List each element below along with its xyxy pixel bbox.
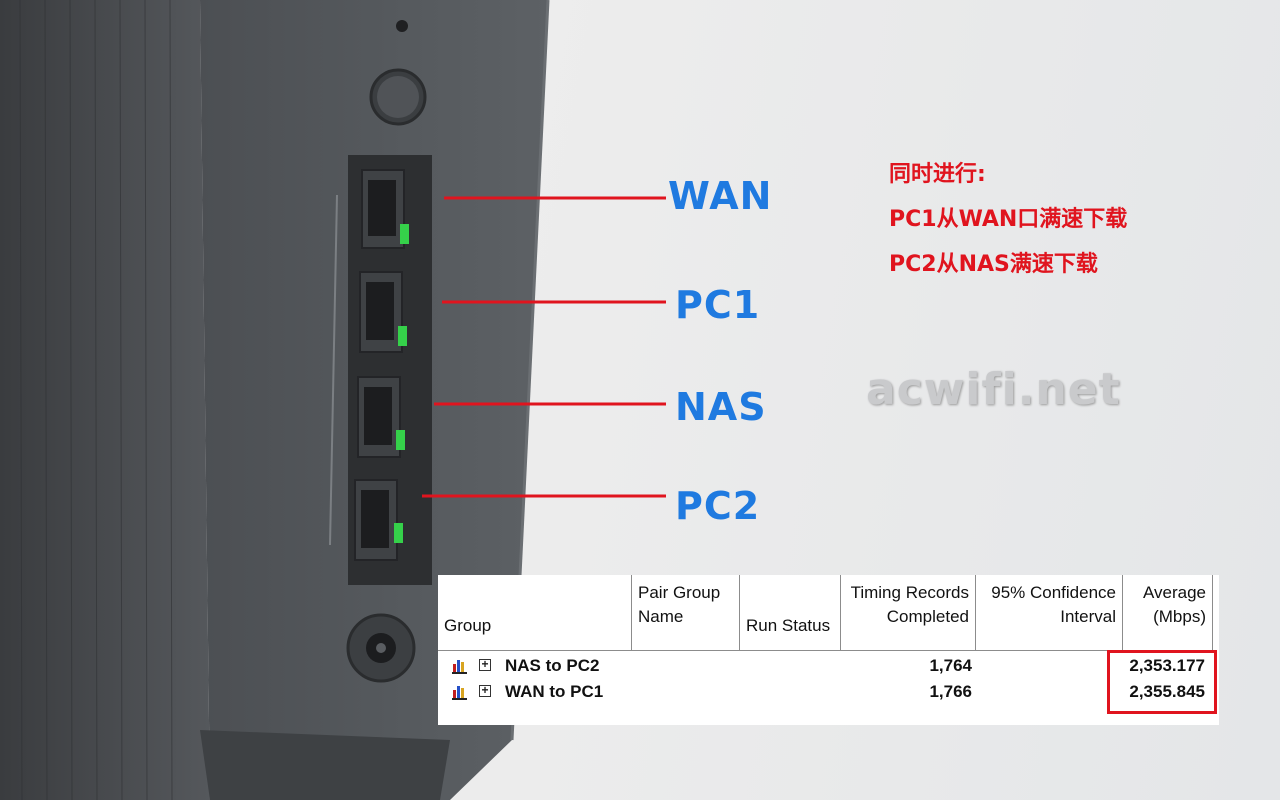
row-average: 2,353.177 <box>1129 656 1205 675</box>
row-average: 2,355.845 <box>1129 682 1205 701</box>
results-table: Group Pair Group Name Run Status Timing … <box>438 575 1219 725</box>
table-row[interactable]: + WAN to PC1 1,766 2,355.845 <box>438 679 1219 705</box>
row-group-name: WAN to PC1 <box>505 682 604 701</box>
watermark: acwifi.net <box>866 364 1121 415</box>
note-line-3: PC2从NAS满速下载 <box>889 252 1098 277</box>
expand-icon[interactable]: + <box>479 684 491 697</box>
port-label-wan: WAN <box>668 174 773 218</box>
expand-icon[interactable]: + <box>479 658 491 671</box>
header-run-status[interactable]: Run Status <box>740 575 841 651</box>
note-line-1: 同时进行: <box>889 162 986 187</box>
bar-chart-icon <box>452 660 467 674</box>
header-pair-group-name[interactable]: Pair Group Name <box>632 575 740 651</box>
row-group-name: NAS to PC2 <box>505 656 600 675</box>
header-confidence-interval[interactable]: 95% Confidence Interval <box>976 575 1123 651</box>
row-records: 1,766 <box>929 682 972 701</box>
bar-chart-icon <box>452 686 467 700</box>
header-average-mbps[interactable]: Average (Mbps) <box>1123 575 1213 651</box>
header-timing-records[interactable]: Timing Records Completed <box>841 575 976 651</box>
port-label-nas: NAS <box>675 385 767 429</box>
header-group[interactable]: Group <box>438 575 632 651</box>
port-label-pc2: PC2 <box>675 484 761 528</box>
table-header: Group Pair Group Name Run Status Timing … <box>438 575 1219 653</box>
note-line-2: PC1从WAN口满速下载 <box>889 207 1128 232</box>
port-label-pc1: PC1 <box>675 283 761 327</box>
average-highlight-box <box>1107 650 1217 714</box>
table-row[interactable]: + NAS to PC2 1,764 2,353.177 <box>438 653 1219 679</box>
row-records: 1,764 <box>929 656 972 675</box>
